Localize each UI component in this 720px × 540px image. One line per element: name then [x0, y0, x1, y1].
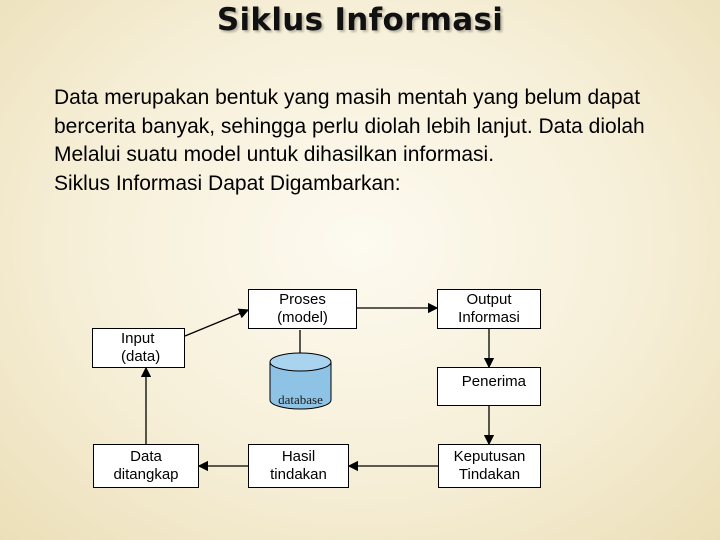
database-label: database	[278, 392, 323, 407]
database-icon	[269, 352, 332, 410]
keputusan-tindakan-box: Keputusan Tindakan	[438, 444, 541, 488]
paragraph-3: Melalui suatu model untuk dihasilkan inf…	[54, 143, 495, 166]
description-text: Data merupakan bentuk yang masih mentah …	[54, 84, 694, 198]
penerima-box: Penerima	[437, 367, 541, 406]
hasil-tindakan-box: Hasil tindakan	[248, 444, 349, 488]
paragraph-1: Data merupakan bentuk yang masih mentah …	[54, 86, 641, 109]
data-ditangkap-box: Data ditangkap	[93, 444, 199, 488]
arrow-input-to-proses	[184, 308, 250, 337]
paragraph-4: Siklus Informasi Dapat Digambarkan:	[54, 171, 401, 195]
proses-box: Proses (model)	[248, 289, 357, 329]
input-box: Input (data)	[92, 328, 185, 368]
page-title: Siklus Informasi	[216, 2, 504, 38]
output-box: Output Informasi	[437, 289, 541, 329]
paragraph-2: bercerita banyak, sehingga perlu diolah …	[54, 114, 645, 138]
